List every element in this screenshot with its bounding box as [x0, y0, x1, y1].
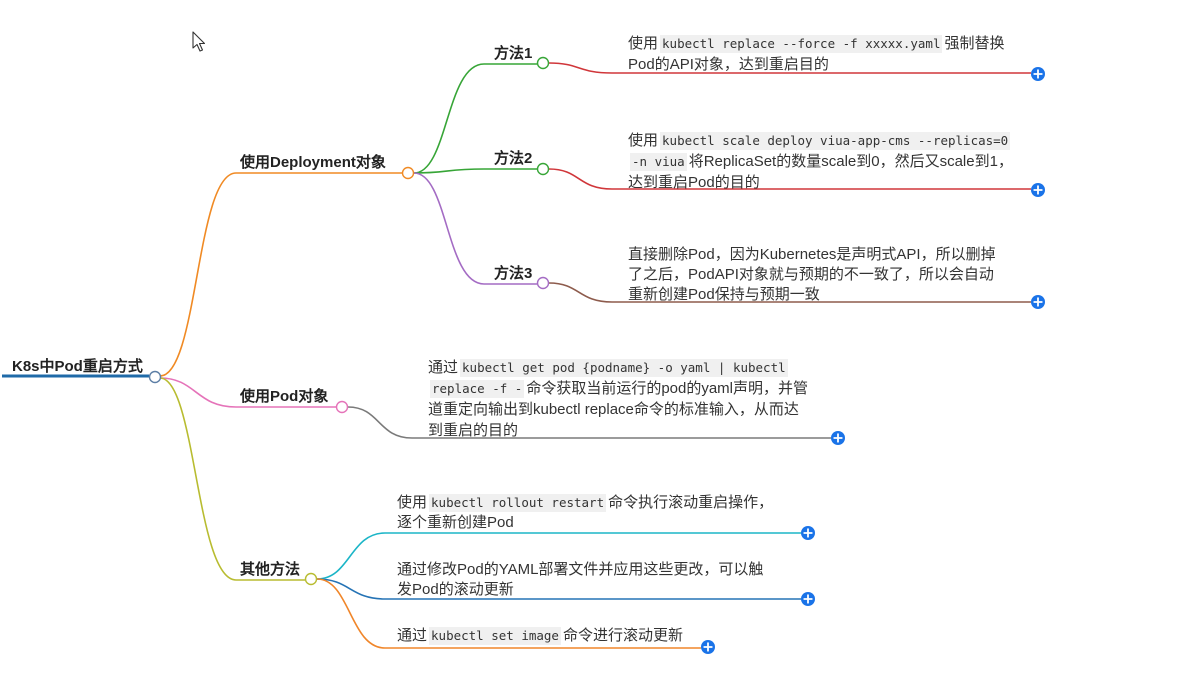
note-text: 重新创建Pod保持与预期一致: [628, 286, 820, 303]
link-deployment-method1: [413, 63, 537, 174]
link-other-note1: [316, 532, 801, 580]
note-line: 使用 kubectl replace --force -f xxxxx.yaml…: [628, 33, 1004, 54]
inline-code: kubectl scale deploy viua-app-cms --repl…: [660, 131, 1011, 150]
note-text: 到重启的目的: [428, 421, 519, 439]
note-text: 使用: [628, 131, 659, 149]
note-text: 使用: [397, 494, 428, 511]
node-other-methods[interactable]: 其他方法: [240, 561, 301, 578]
method3-collapse-toggle[interactable]: [536, 276, 550, 290]
note-line: 通过 kubectl set image 命令进行滚动更新: [397, 626, 683, 646]
node-method2-note[interactable]: 使用 kubectl scale deploy viua-app-cms --r…: [628, 130, 1013, 193]
method1-collapse-toggle[interactable]: [536, 56, 550, 70]
note-text: 使用: [628, 34, 659, 52]
deployment-collapse-toggle[interactable]: [401, 166, 415, 180]
inline-code: kubectl rollout restart: [429, 494, 607, 512]
node-method1-note[interactable]: 使用 kubectl replace --force -f xxxxx.yaml…: [628, 33, 1004, 75]
inline-code: kubectl replace --force -f xxxxx.yaml: [660, 34, 943, 53]
add-child-button[interactable]: [801, 526, 815, 540]
add-child-button[interactable]: [1031, 67, 1045, 81]
note-text: 通过修改Pod的YAML部署文件并应用这些更改，可以触: [397, 561, 764, 578]
add-child-button[interactable]: [1031, 295, 1045, 309]
method2-collapse-toggle[interactable]: [536, 162, 550, 176]
note-line: -n viua 将ReplicaSet的数量scale到0，然后又scale到1…: [628, 151, 1013, 172]
root-node[interactable]: K8s中Pod重启方式: [12, 358, 143, 375]
note-text: 将ReplicaSet的数量scale到0，然后又scale到1，: [688, 152, 1013, 170]
other-collapse-toggle[interactable]: [304, 572, 318, 586]
link-other-note3: [316, 578, 701, 649]
note-line: 发Pod的滚动更新: [397, 580, 763, 600]
node-other-note-rollout[interactable]: 使用 kubectl rollout restart 命令执行滚动重启操作， 逐…: [397, 493, 773, 533]
node-method2[interactable]: 方法2: [494, 150, 533, 167]
plus-icon: [1033, 297, 1043, 307]
note-line: 达到重启Pod的目的: [628, 172, 1013, 193]
add-child-button[interactable]: [1031, 183, 1045, 197]
inline-code: kubectl get pod {podname} -o yaml | kube…: [460, 358, 788, 377]
link-deployment-method2: [413, 168, 537, 174]
note-text: 强制替换: [944, 34, 1005, 52]
link-method1-note: [548, 62, 1031, 74]
note-text: 发Pod的滚动更新: [397, 581, 514, 598]
node-pod-note[interactable]: 通过 kubectl get pod {podname} -o yaml | k…: [428, 357, 808, 441]
node-method1[interactable]: 方法1: [494, 45, 533, 62]
note-text: 通过: [428, 358, 459, 376]
note-line: 了之后，PodAPI对象就与预期的不一致了，所以会自动: [628, 265, 996, 285]
link-method2-note: [548, 168, 1031, 190]
note-line: 通过 kubectl get pod {podname} -o yaml | k…: [428, 357, 808, 378]
plus-icon: [833, 433, 843, 443]
note-text: 道重定向输出到kubectl replace命令的标准输入，从而达: [428, 400, 799, 418]
node-use-deployment[interactable]: 使用Deployment对象: [240, 154, 386, 171]
note-line: Pod的API对象，达到重启目的: [628, 54, 1004, 75]
plus-icon: [703, 642, 713, 652]
link-deployment-method3: [413, 172, 537, 285]
link-root-other: [159, 377, 305, 581]
note-text: 命令执行滚动重启操作，: [608, 494, 774, 511]
note-line: replace -f - 命令获取当前运行的pod的yaml声明，并管: [428, 378, 808, 399]
plus-icon: [803, 594, 813, 604]
inline-code: kubectl set image: [429, 627, 561, 645]
node-other-note-set-image[interactable]: 通过 kubectl set image 命令进行滚动更新: [397, 626, 683, 646]
link-method3-note: [548, 282, 1031, 303]
link-root-deployment: [159, 172, 402, 377]
note-line: 道重定向输出到kubectl replace命令的标准输入，从而达: [428, 399, 808, 420]
note-text: 逐个重新创建Pod: [397, 514, 514, 531]
mouse-pointer-icon: [192, 31, 206, 52]
node-method3[interactable]: 方法3: [494, 265, 533, 282]
note-line: 逐个重新创建Pod: [397, 513, 773, 533]
note-line: 通过修改Pod的YAML部署文件并应用这些更改，可以触: [397, 560, 763, 580]
add-child-button[interactable]: [801, 592, 815, 606]
note-line: 使用 kubectl scale deploy viua-app-cms --r…: [628, 130, 1013, 151]
plus-icon: [1033, 185, 1043, 195]
plus-icon: [1033, 69, 1043, 79]
note-text: 命令获取当前运行的pod的yaml声明，并管: [526, 379, 809, 397]
link-root-pod: [159, 377, 336, 408]
root-collapse-toggle[interactable]: [148, 370, 162, 384]
node-method3-note[interactable]: 直接删除Pod，因为Kubernetes是声明式API，所以删掉 了之后，Pod…: [628, 245, 996, 305]
note-line: 重新创建Pod保持与预期一致: [628, 285, 996, 305]
note-text: Pod的API对象，达到重启目的: [628, 55, 829, 73]
note-line: 使用 kubectl rollout restart 命令执行滚动重启操作，: [397, 493, 773, 513]
add-child-button[interactable]: [831, 431, 845, 445]
note-text: 命令进行滚动更新: [562, 627, 683, 644]
link-pod-note: [347, 406, 831, 439]
inline-code: replace -f -: [430, 379, 525, 398]
note-text: 通过: [397, 627, 428, 644]
add-child-button[interactable]: [701, 640, 715, 654]
inline-code: -n viua: [630, 152, 687, 171]
link-other-note2: [316, 578, 801, 600]
pod-collapse-toggle[interactable]: [335, 400, 349, 414]
node-use-pod[interactable]: 使用Pod对象: [240, 388, 329, 405]
note-text: 了之后，PodAPI对象就与预期的不一致了，所以会自动: [628, 266, 994, 283]
note-text: 达到重启Pod的目的: [628, 173, 760, 191]
note-line: 到重启的目的: [428, 420, 808, 441]
note-line: 直接删除Pod，因为Kubernetes是声明式API，所以删掉: [628, 245, 996, 265]
note-text: 直接删除Pod，因为Kubernetes是声明式API，所以删掉: [628, 246, 996, 263]
node-other-note-yaml[interactable]: 通过修改Pod的YAML部署文件并应用这些更改，可以触 发Pod的滚动更新: [397, 560, 763, 600]
plus-icon: [803, 528, 813, 538]
